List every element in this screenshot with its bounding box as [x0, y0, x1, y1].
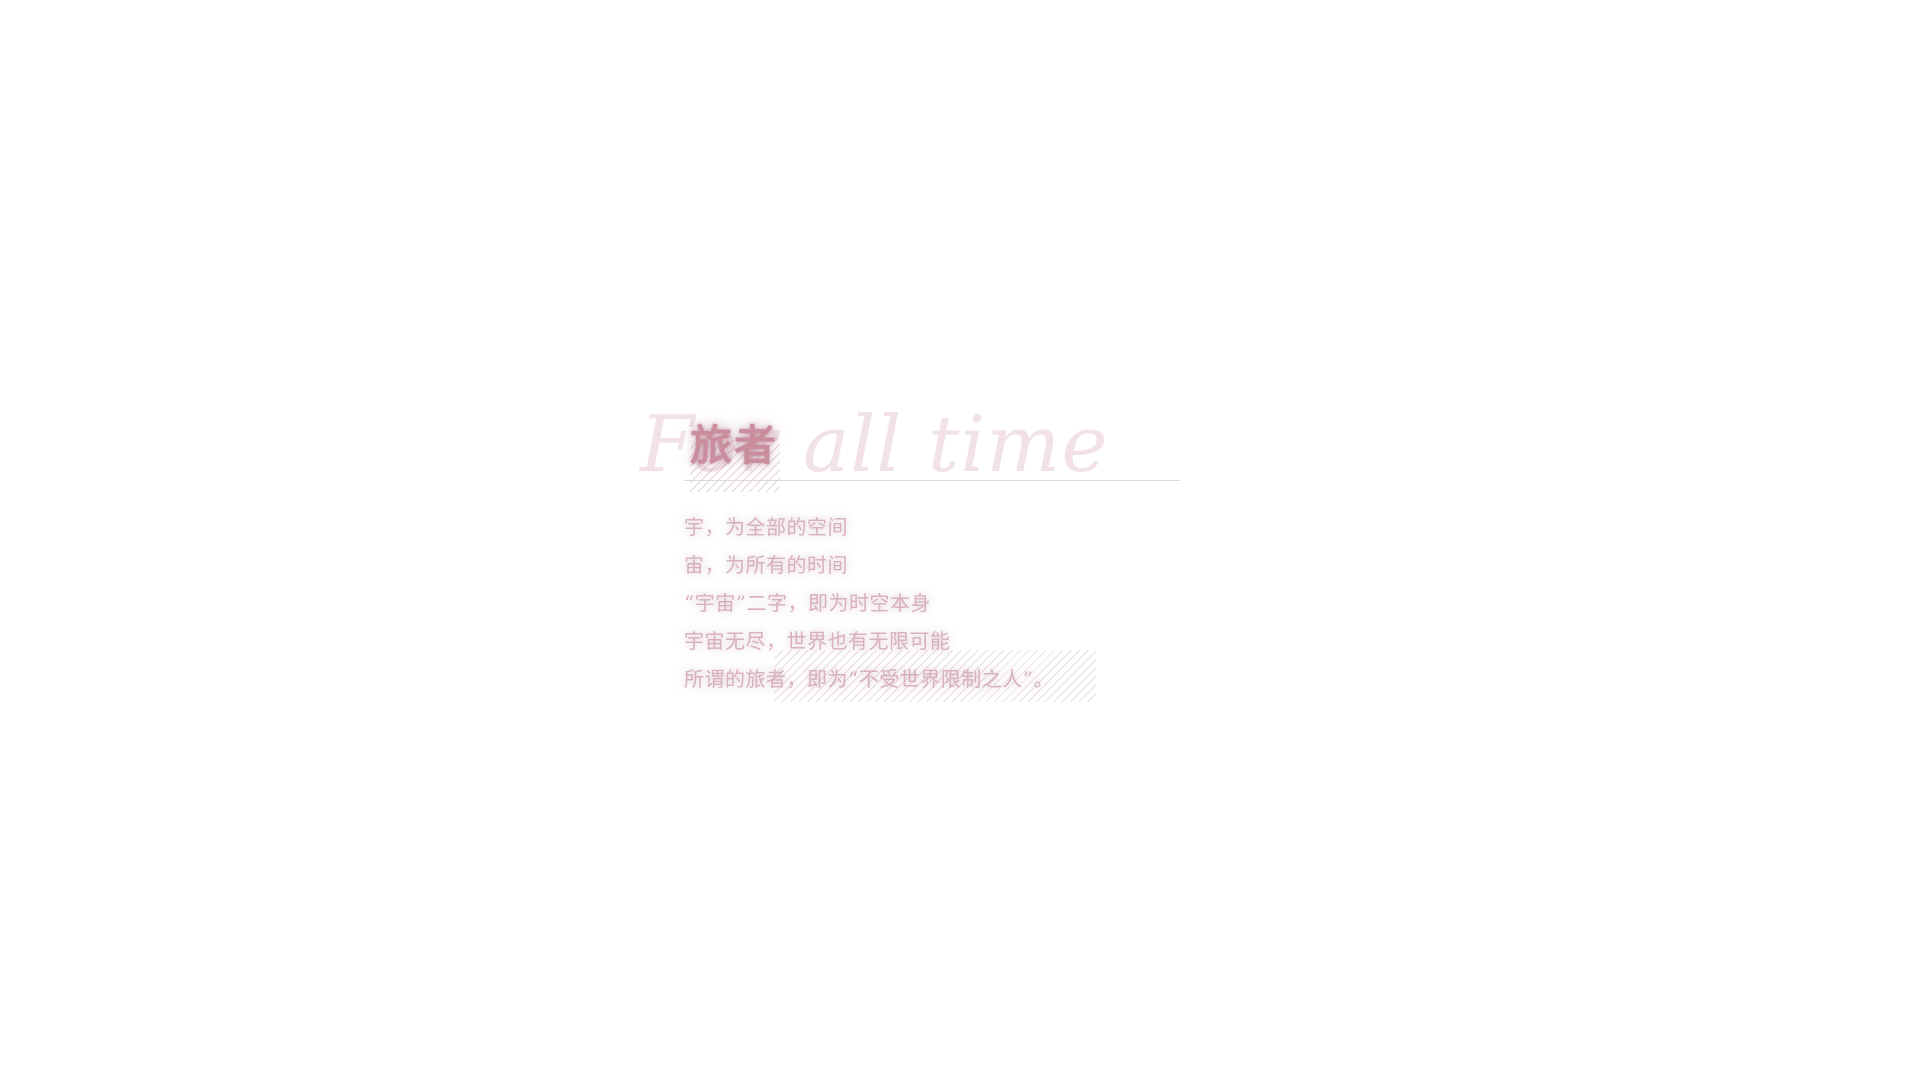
description-line-traveler: 所谓的旅者，即为“不受世界限制之人”。	[684, 667, 1054, 691]
description-line-time: 宙，为所有的时间	[684, 553, 848, 577]
traveler-intro-card: For all time 旅者 宇，为全部的空间 宙，为所有的时间 “宇宙”二字…	[640, 400, 1200, 720]
description-line-space: 宇，为全部的空间	[684, 515, 848, 539]
title-hatch-decoration	[690, 440, 780, 492]
description-line-infinite: 宇宙无尽，世界也有无限可能	[684, 629, 951, 653]
card-title: 旅者	[690, 421, 779, 470]
description-lines: 宇，为全部的空间 宙，为所有的时间 “宇宙”二字，即为时空本身 宇宙无尽，世界也…	[684, 508, 1054, 698]
background-script-text: For all time	[640, 400, 1109, 490]
body-hatch-decoration	[774, 650, 1096, 702]
title-divider	[684, 480, 1180, 481]
description-line-universe: “宇宙”二字，即为时空本身	[684, 591, 931, 615]
